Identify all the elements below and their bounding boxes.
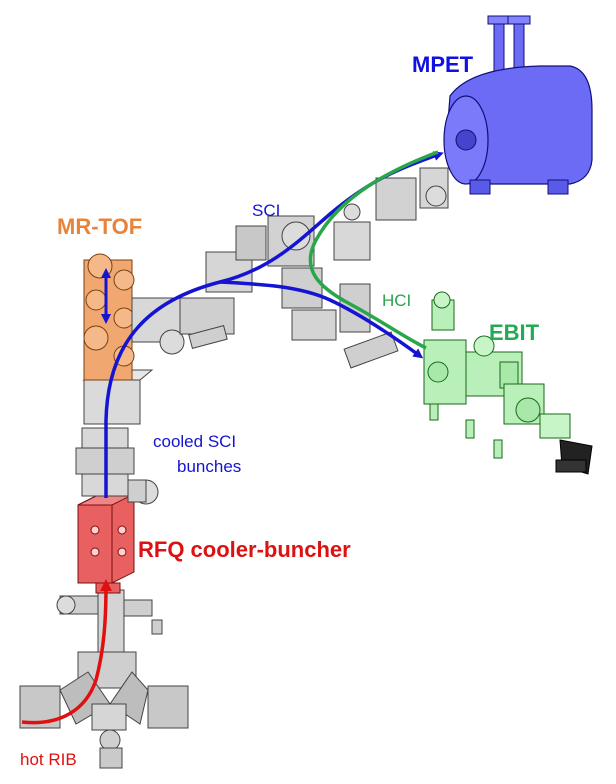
hot-rib-beam [21, 579, 112, 725]
hot-rib-label: hot RIB [20, 750, 77, 769]
central-beamline-hardware [179, 167, 449, 369]
mpet-hardware [443, 15, 593, 195]
beam-paths [21, 150, 444, 725]
mr-tof-hardware [83, 253, 185, 381]
mpet-label: MPET [412, 52, 474, 77]
cooled-sci-label: cooled SCI [153, 432, 236, 451]
sci-label: SCI [252, 201, 280, 220]
rfq-cooler-buncher-hardware [77, 493, 135, 594]
ebit-label: EBIT [489, 320, 540, 345]
sci-beam-to-ebit [219, 280, 424, 359]
hci-beam [308, 150, 439, 350]
mr-tof-label: MR-TOF [57, 214, 142, 239]
transfer-section-hardware [75, 369, 159, 505]
bunches-label: bunches [177, 457, 241, 476]
hci-label: HCI [382, 291, 411, 310]
rfq-label: RFQ cooler-buncher [138, 537, 351, 562]
ebit-hardware [423, 291, 593, 475]
